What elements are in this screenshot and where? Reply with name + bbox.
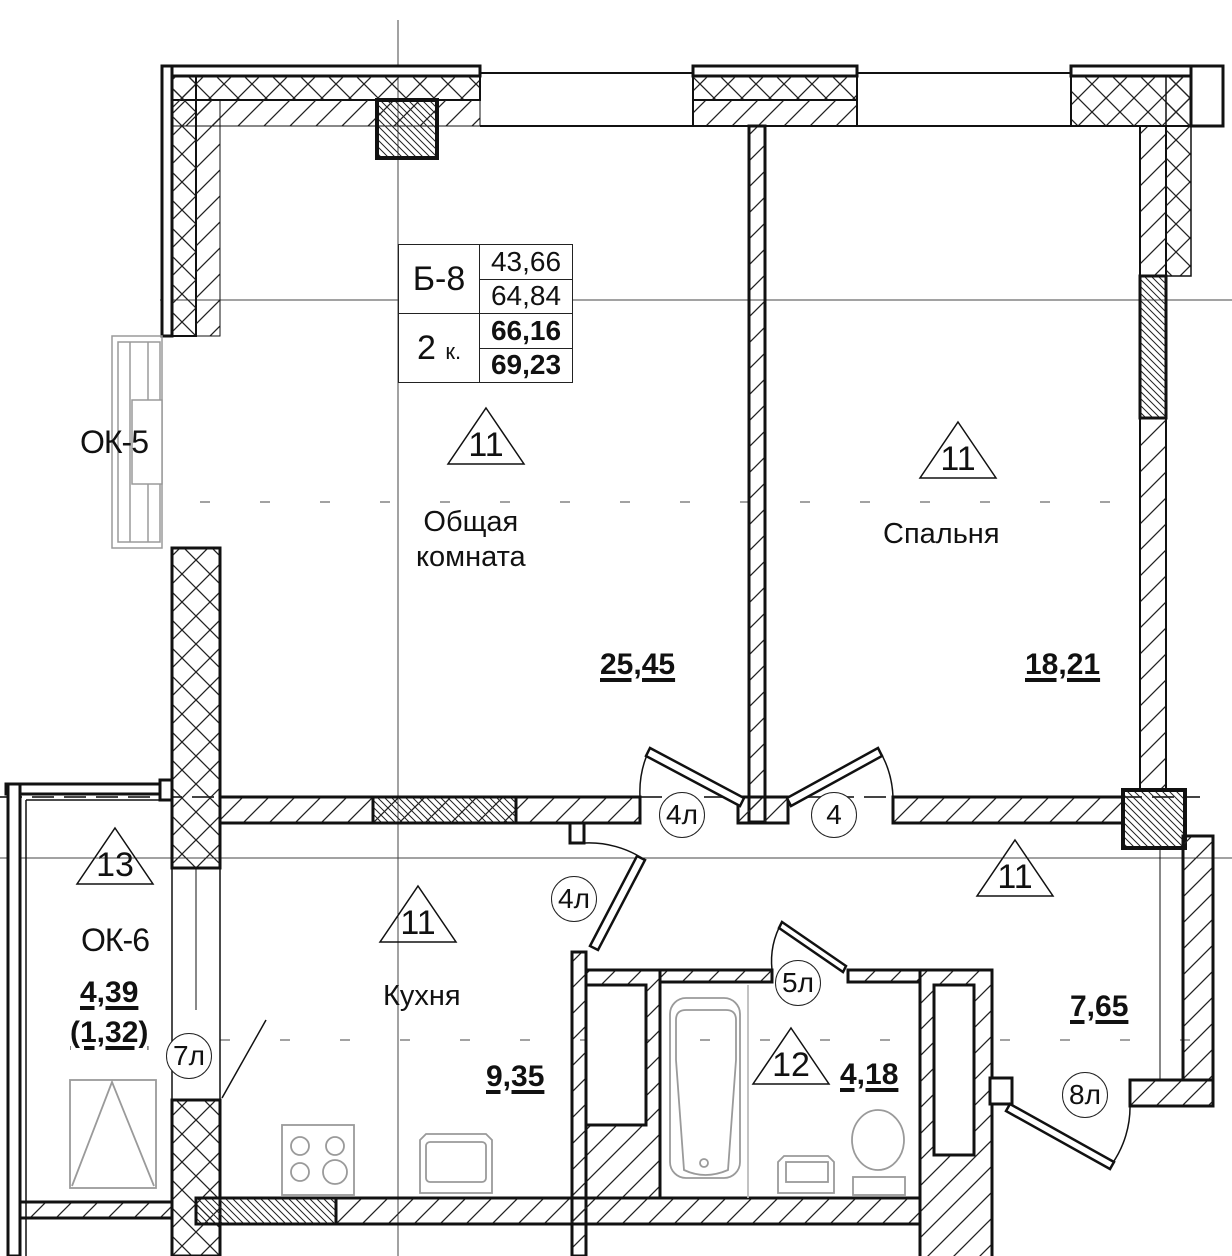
living-area: 43,66 [479, 244, 573, 280]
total-area-full: 69,23 [479, 347, 573, 383]
floor-type-label: 12 [772, 1046, 810, 1084]
area-kitchen: 9,35 [486, 1060, 545, 1093]
sink [419, 1133, 493, 1194]
floor-type-marker-hallway: 11 [975, 838, 1055, 898]
window-ok5-frame [111, 335, 163, 549]
floor-type-marker-bathroom: 12 [751, 1026, 831, 1086]
total-area: 64,84 [479, 278, 573, 314]
triangle-icon [918, 420, 998, 479]
stove [281, 1124, 355, 1196]
room-name-line2: комната [416, 541, 526, 573]
door-marker-common: 4л [659, 792, 705, 838]
area-bathroom: 4,18 [840, 1058, 899, 1091]
loggia-frame [4, 778, 174, 1256]
apartment-code: Б-8 [398, 244, 480, 314]
door-marker-bathroom: 5л [775, 960, 821, 1006]
rooms-count: 2 к. [398, 313, 480, 383]
room-name-line1: Общая [423, 506, 519, 538]
rooms-suffix: к. [445, 338, 462, 364]
toilet [851, 1109, 905, 1171]
door-label: 7л [173, 1040, 205, 1071]
area-bedroom: 18,21 [1025, 648, 1101, 681]
wall-bottom [194, 1196, 922, 1226]
floor-type-label: 11 [940, 440, 976, 478]
area-hallway: 7,65 [1070, 990, 1129, 1023]
door-label: 4л [558, 883, 590, 914]
door-swings [221, 746, 1131, 1171]
door-label: 8л [1069, 1079, 1101, 1110]
floor-type-label: 11 [400, 904, 436, 942]
bathtub [669, 997, 741, 1179]
door-marker-loggia: 7л [166, 1033, 212, 1079]
floor-type-label: 11 [997, 858, 1033, 896]
loggia-unit [69, 1079, 157, 1189]
exterior-wall-top-middle [480, 64, 1071, 127]
area-loggia: 4,39 [80, 976, 139, 1009]
door-marker-kitchen: 4л [551, 876, 597, 922]
door-marker-bedroom: 4 [811, 792, 857, 838]
washbasin [777, 1155, 835, 1194]
door-label: 4 [826, 799, 842, 830]
triangle-icon [446, 406, 526, 465]
fixtures [69, 985, 906, 1198]
room-name-common: Общая комната [416, 508, 526, 572]
window-label-ok5: ОК-5 [80, 424, 149, 460]
exterior-wall-top-left [160, 64, 482, 338]
floor-type-marker-bedroom: 11 [918, 420, 998, 480]
triangle-icon [75, 826, 155, 885]
floor-type-marker-loggia: 13 [75, 826, 155, 886]
floor-type-marker-kitchen: 11 [378, 884, 458, 944]
area-common: 25,45 [600, 648, 676, 681]
door-label: 5л [782, 967, 814, 998]
triangle-icon [751, 1026, 831, 1085]
area-loggia-coef: (1,32) [70, 1016, 149, 1049]
door-marker-entry: 8л [1062, 1072, 1108, 1118]
triangle-icon [975, 838, 1055, 897]
partition-common-bedroom [747, 124, 767, 824]
floor-type-label: 13 [96, 846, 134, 884]
door-label: 4л [666, 799, 698, 830]
exterior-wall-top-right [1069, 64, 1225, 791]
apartment-info-table: Б-8 43,66 64,84 2 к. 66,16 69,23 [398, 244, 573, 383]
room-name-bedroom: Спальня [883, 518, 1000, 550]
exterior-wall-left-lower [170, 546, 222, 1256]
floor-type-marker-common: 11 [446, 406, 526, 466]
rooms-count-value: 2 [416, 328, 436, 367]
triangle-icon [378, 884, 458, 943]
window-label-ok6: ОК-6 [81, 922, 150, 958]
partition-corridor [218, 788, 1187, 850]
room-name-kitchen: Кухня [383, 980, 461, 1012]
wall-right-hallway [1128, 834, 1215, 1108]
floor-type-label: 11 [468, 426, 504, 464]
partition-bathroom [570, 950, 1014, 1256]
total-area-coef: 66,16 [479, 313, 573, 349]
